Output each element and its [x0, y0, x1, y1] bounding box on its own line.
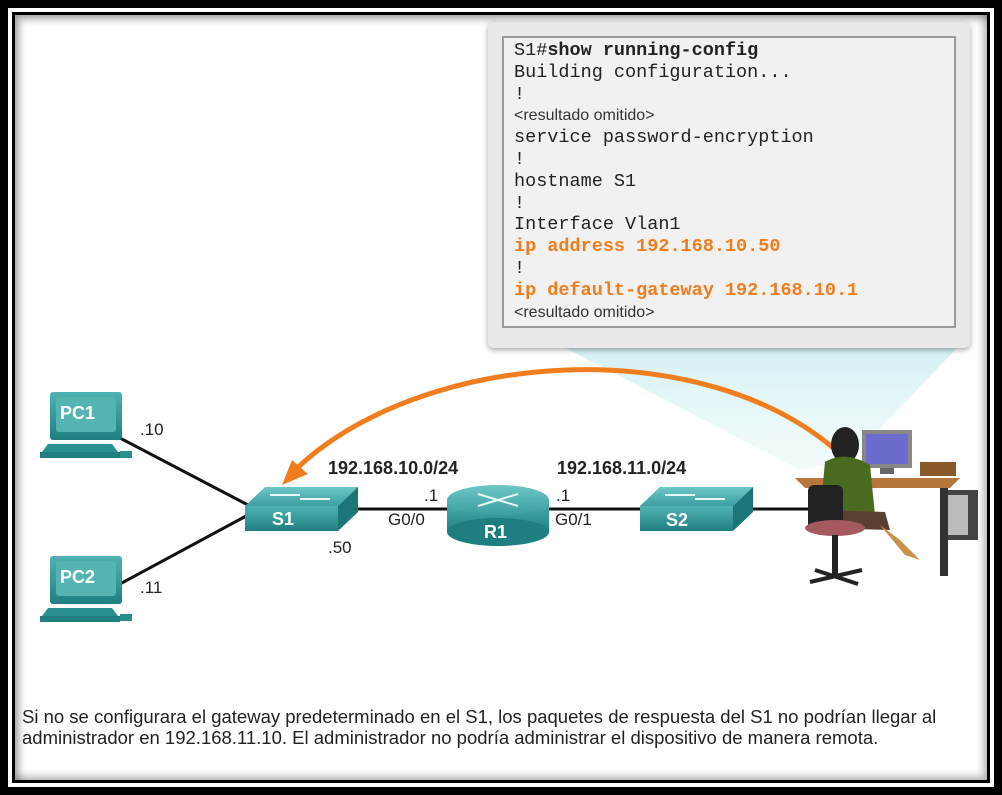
network-right-label: 192.168.11.0/24: [557, 458, 687, 478]
cli-prompt: S1#: [514, 40, 548, 61]
config-line: !: [514, 83, 526, 105]
config-line: !: [514, 257, 526, 279]
config-output: S1#show running-config Building configur…: [502, 36, 956, 328]
orange-arrow: [293, 367, 840, 472]
pc2-label: PC2: [60, 567, 96, 587]
config-line: Interface Vlan1: [514, 214, 681, 236]
switch-s1-icon: [245, 487, 358, 531]
pc1-icon: [40, 392, 132, 458]
r1-right-ip-label: .1: [556, 486, 571, 505]
r1-right-if-label: G0/1: [555, 510, 592, 529]
config-line-highlight: ip address 192.168.10.50: [514, 236, 781, 258]
pc2-host-label: .11: [140, 578, 163, 597]
r1-label: R1: [484, 522, 508, 542]
config-line-omitted: <resultado omitido>: [514, 107, 655, 125]
config-line-omitted: <resultado omitido>: [514, 303, 655, 321]
arrow-head: [282, 460, 308, 485]
r1-left-if-label: G0/0: [388, 510, 425, 529]
s1-host-label: .50: [328, 538, 352, 557]
pc1-host-label: .10: [140, 420, 164, 439]
config-callout: S1#show running-config Building configur…: [488, 22, 970, 348]
network-left-label: 192.168.10.0/24: [328, 458, 459, 478]
r1-left-ip-label: .1: [424, 486, 439, 505]
config-line: !: [514, 148, 526, 170]
cli-command: show running-config: [547, 40, 759, 61]
s1-label: S1: [272, 509, 295, 529]
pc1-label: PC1: [60, 403, 96, 423]
config-line: hostname S1: [514, 170, 637, 192]
link-pc1-s1: [117, 435, 249, 507]
link-pc2-s1: [117, 513, 249, 587]
config-command-line: S1#show running-config: [514, 40, 944, 62]
config-line: Building configuration...: [514, 61, 792, 83]
router-r1-icon: [447, 485, 549, 546]
config-line: service password-encryption: [514, 127, 814, 149]
config-line-highlight: ip default-gateway 192.168.10.1: [514, 279, 859, 301]
config-line: !: [514, 192, 526, 214]
switch-s2-icon: [640, 487, 753, 531]
caption-text: Si no se configurara el gateway predeter…: [22, 706, 937, 748]
s2-label: S2: [666, 510, 689, 530]
pc2-icon: [40, 556, 132, 622]
admin-workstation-icon: [795, 427, 978, 586]
